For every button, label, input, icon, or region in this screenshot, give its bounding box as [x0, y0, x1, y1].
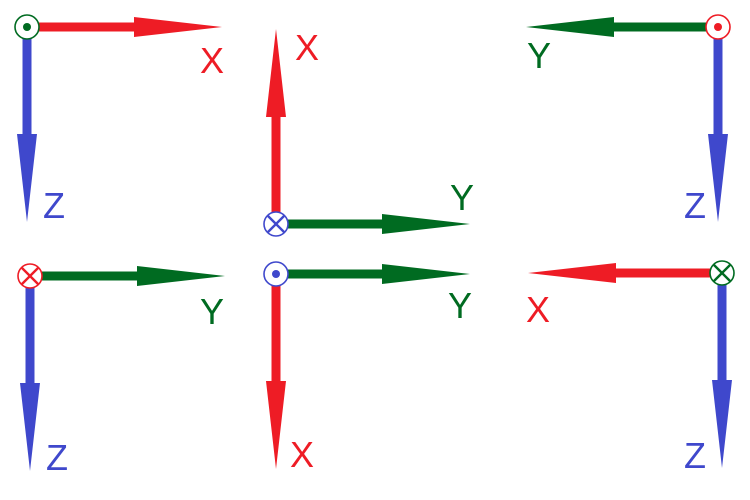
z-axis-arrow: [708, 39, 728, 222]
z-axis-label: Z: [684, 185, 706, 226]
z-axis-arrow: [20, 288, 40, 471]
z-axis-label: Z: [43, 185, 65, 226]
into-page-cross-icon: [709, 260, 735, 286]
y-axis-arrow: [288, 214, 470, 234]
coordinate-frame: YX: [263, 27, 474, 237]
x-axis-label: X: [295, 27, 319, 68]
origin-cross-line: [267, 215, 285, 233]
y-axis-label: Y: [527, 35, 551, 76]
x-axis-label: X: [200, 40, 224, 81]
z-axis-label: Z: [46, 437, 68, 478]
origin-dot: [23, 23, 31, 31]
z-axis-arrow: [712, 285, 732, 468]
out-of-page-dot-icon: [705, 14, 731, 40]
x-axis-label: X: [290, 434, 314, 475]
x-axis-arrow: [528, 263, 710, 283]
coordinate-frame: YX: [263, 261, 472, 475]
y-axis-arrow: [42, 266, 225, 286]
origin-cross-line: [21, 267, 39, 285]
x-axis-label: X: [526, 289, 550, 330]
y-axis-label: Y: [448, 285, 472, 326]
out-of-page-dot-icon: [263, 261, 289, 287]
into-page-cross-icon: [263, 211, 289, 237]
y-axis-label: Y: [200, 291, 224, 332]
x-axis-arrow: [266, 29, 286, 212]
origin-dot: [714, 23, 722, 31]
y-axis-arrow: [526, 17, 706, 37]
coordinate-frame: XZ: [14, 14, 224, 226]
y-axis-arrow: [288, 264, 470, 284]
x-axis-arrow: [266, 286, 286, 469]
origin-cross-line: [713, 264, 731, 282]
coordinate-frame: XZ: [526, 260, 735, 476]
into-page-cross-icon: [17, 263, 43, 289]
coordinate-frame: YZ: [17, 263, 225, 478]
out-of-page-dot-icon: [14, 14, 40, 40]
x-axis-arrow: [39, 17, 222, 37]
y-axis-label: Y: [450, 177, 474, 218]
origin-dot: [272, 270, 280, 278]
z-axis-arrow: [17, 39, 37, 222]
coordinate-frame: YZ: [526, 14, 731, 226]
z-axis-label: Z: [684, 435, 706, 476]
